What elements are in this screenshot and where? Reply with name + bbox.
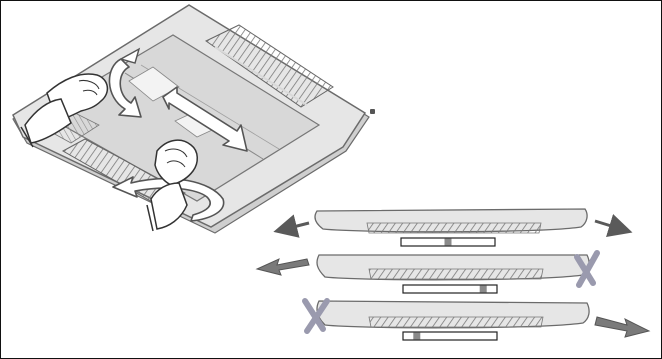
- arrow-left: [257, 259, 309, 275]
- slider-knob: [413, 333, 420, 340]
- slider-knob: [445, 239, 452, 246]
- arrow-right: [595, 221, 621, 229]
- slider-knob: [480, 286, 487, 293]
- arrow-left: [285, 223, 309, 229]
- step-1: [285, 209, 621, 246]
- step-2: [257, 253, 597, 293]
- arrow-right: [595, 317, 649, 337]
- step-3: [305, 301, 649, 340]
- dot-marker: [370, 109, 375, 114]
